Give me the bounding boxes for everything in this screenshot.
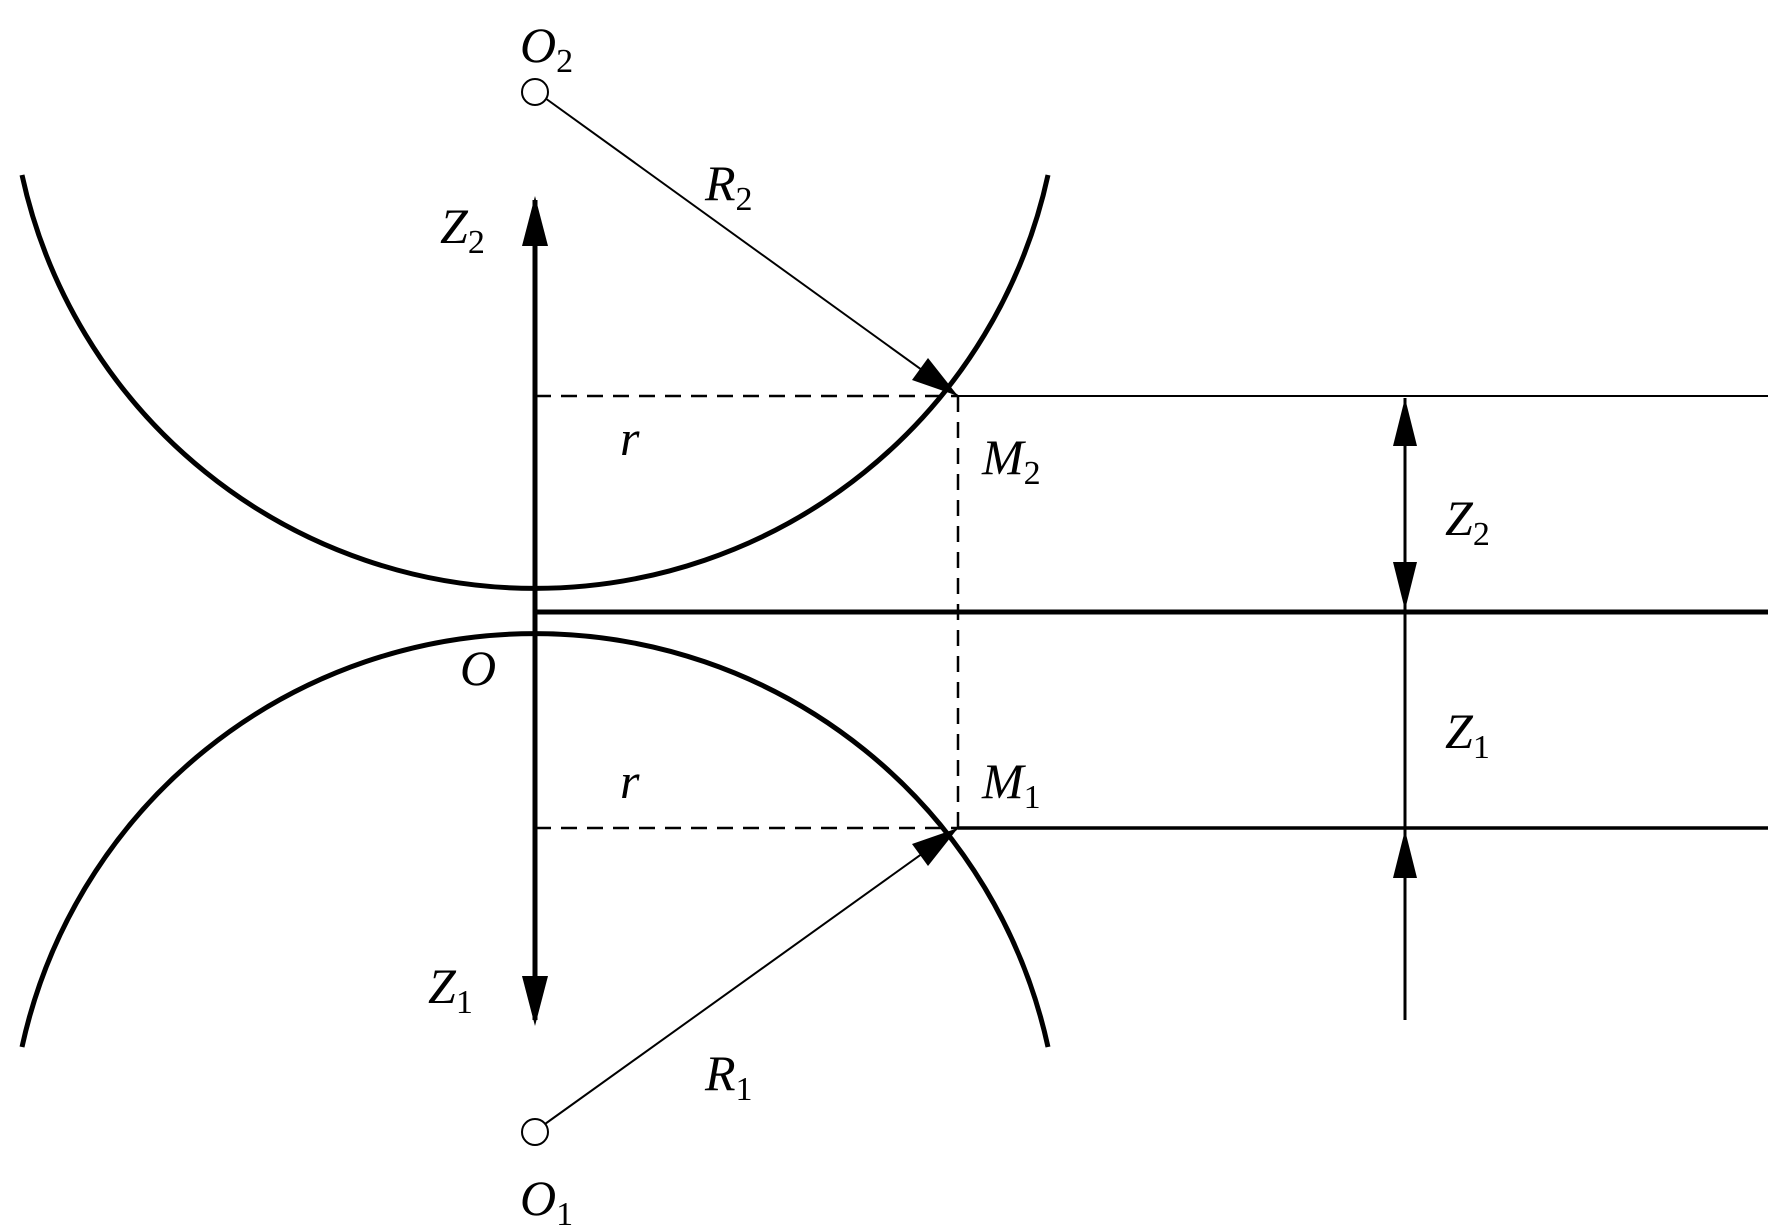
center-o2-marker (521, 78, 549, 106)
label-r-bottom: r (620, 753, 640, 809)
label-o: O (460, 640, 496, 696)
label-z2-axis: Z2 (440, 198, 485, 261)
label-r-top: r (620, 410, 640, 466)
label-r2: R2 (704, 155, 753, 218)
z2-dim-arrow-top (1393, 398, 1417, 446)
label-m2: M2 (981, 429, 1041, 492)
center-o1-marker (521, 1118, 549, 1146)
radius-r2-arrowhead (912, 358, 958, 396)
label-z2-dim: Z2 (1445, 490, 1490, 553)
z2-dim-arrow-bottom (1393, 562, 1417, 610)
radius-r1-arrowhead (912, 828, 958, 866)
label-z1-dim: Z1 (1445, 703, 1490, 766)
radius-r2 (544, 97, 959, 397)
z1-axis-arrowhead (522, 976, 548, 1026)
label-m1: M1 (981, 753, 1041, 816)
z2-axis-arrowhead (522, 196, 548, 246)
label-o2: O2 (520, 17, 573, 80)
label-z1-axis: Z1 (428, 958, 473, 1021)
radius-r1 (544, 827, 959, 1125)
z1-dim-arrow (1393, 830, 1417, 878)
label-r1: R1 (704, 1045, 753, 1108)
label-o1: O1 (520, 1170, 573, 1232)
